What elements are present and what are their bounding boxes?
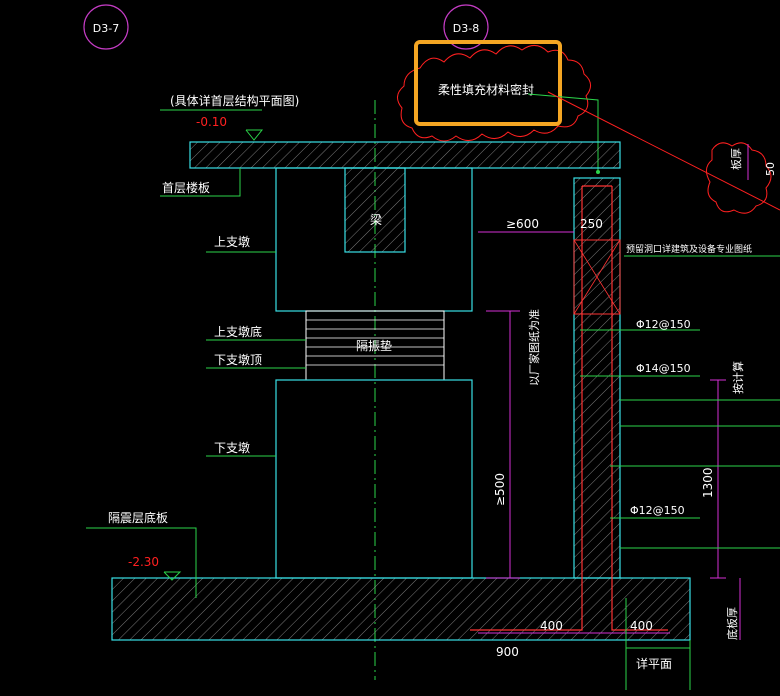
dimension-400-left: 400 (540, 619, 563, 633)
wall-rebar (470, 185, 668, 631)
lower-pier-top-label: 下支墩顶 (214, 353, 262, 367)
bottom-slab-thickness-label: 底板厚 (725, 607, 739, 640)
level-markers (163, 129, 264, 581)
dimension-900: 900 (496, 645, 519, 659)
axis-bubble-d3-8: D3-8 (443, 4, 489, 50)
see-plan-label: 详平面 (636, 656, 672, 671)
rebar-spec-2: Φ14@150 (636, 362, 691, 375)
vendor-drawing-note: 以厂家图纸为准 (527, 309, 541, 386)
isolation-slab-label: 隔震层底板 (108, 510, 168, 525)
note-flexible-seal: 柔性填充材料密封 (438, 82, 534, 97)
bearing-layers (306, 319, 444, 366)
revision-cloud-right (706, 142, 772, 214)
reserved-opening (573, 239, 621, 315)
beam-shape (344, 167, 406, 253)
wall-width-250: 250 (580, 217, 603, 231)
min-600-dimension: ≥600 (506, 217, 539, 231)
dimension-50: 50 (764, 162, 777, 176)
red-section-line (547, 91, 780, 211)
revision-cloud (397, 45, 591, 142)
rebar-spec-1: Φ12@150 (636, 318, 691, 331)
floor-level: -0.10 (196, 115, 227, 129)
first-floor-slab-shape (189, 141, 621, 169)
upper-pier-bottom-label: 上支墩底 (214, 324, 262, 339)
bottom-slab-shape (111, 577, 691, 641)
bearing-label: 隔振垫 (356, 338, 392, 353)
axis-bubble-d3-7: D3-7 (83, 4, 129, 50)
rebar-spec-3: Φ12@150 (630, 504, 685, 517)
dimension-lines (478, 144, 749, 640)
axis-label-right: D3-8 (453, 22, 479, 35)
axis-label-left: D3-7 (93, 22, 119, 35)
leader-lines (86, 109, 780, 690)
leader-dot (596, 170, 600, 174)
beam-label: 梁 (370, 212, 382, 227)
lower-pier-shape (275, 379, 473, 579)
slab-thickness-label: 板厚 (729, 148, 743, 170)
dimension-1300: 1300 (701, 467, 715, 498)
per-calculation-note: 按计算 (731, 361, 745, 394)
min-500-dimension: ≥500 (493, 473, 507, 506)
floor-reference-note: (具体详首层结构平面图) (170, 93, 299, 108)
highlight-box[interactable] (414, 40, 562, 126)
reserved-opening-note: 预留洞口详建筑及设备专业图纸 (626, 243, 752, 255)
upper-pier-label: 上支墩 (214, 235, 250, 249)
first-floor-slab-label: 首层楼板 (162, 180, 210, 195)
lower-pier-label: 下支墩 (214, 441, 250, 455)
dimension-400-right: 400 (630, 619, 653, 633)
bottom-level: -2.30 (128, 555, 159, 569)
